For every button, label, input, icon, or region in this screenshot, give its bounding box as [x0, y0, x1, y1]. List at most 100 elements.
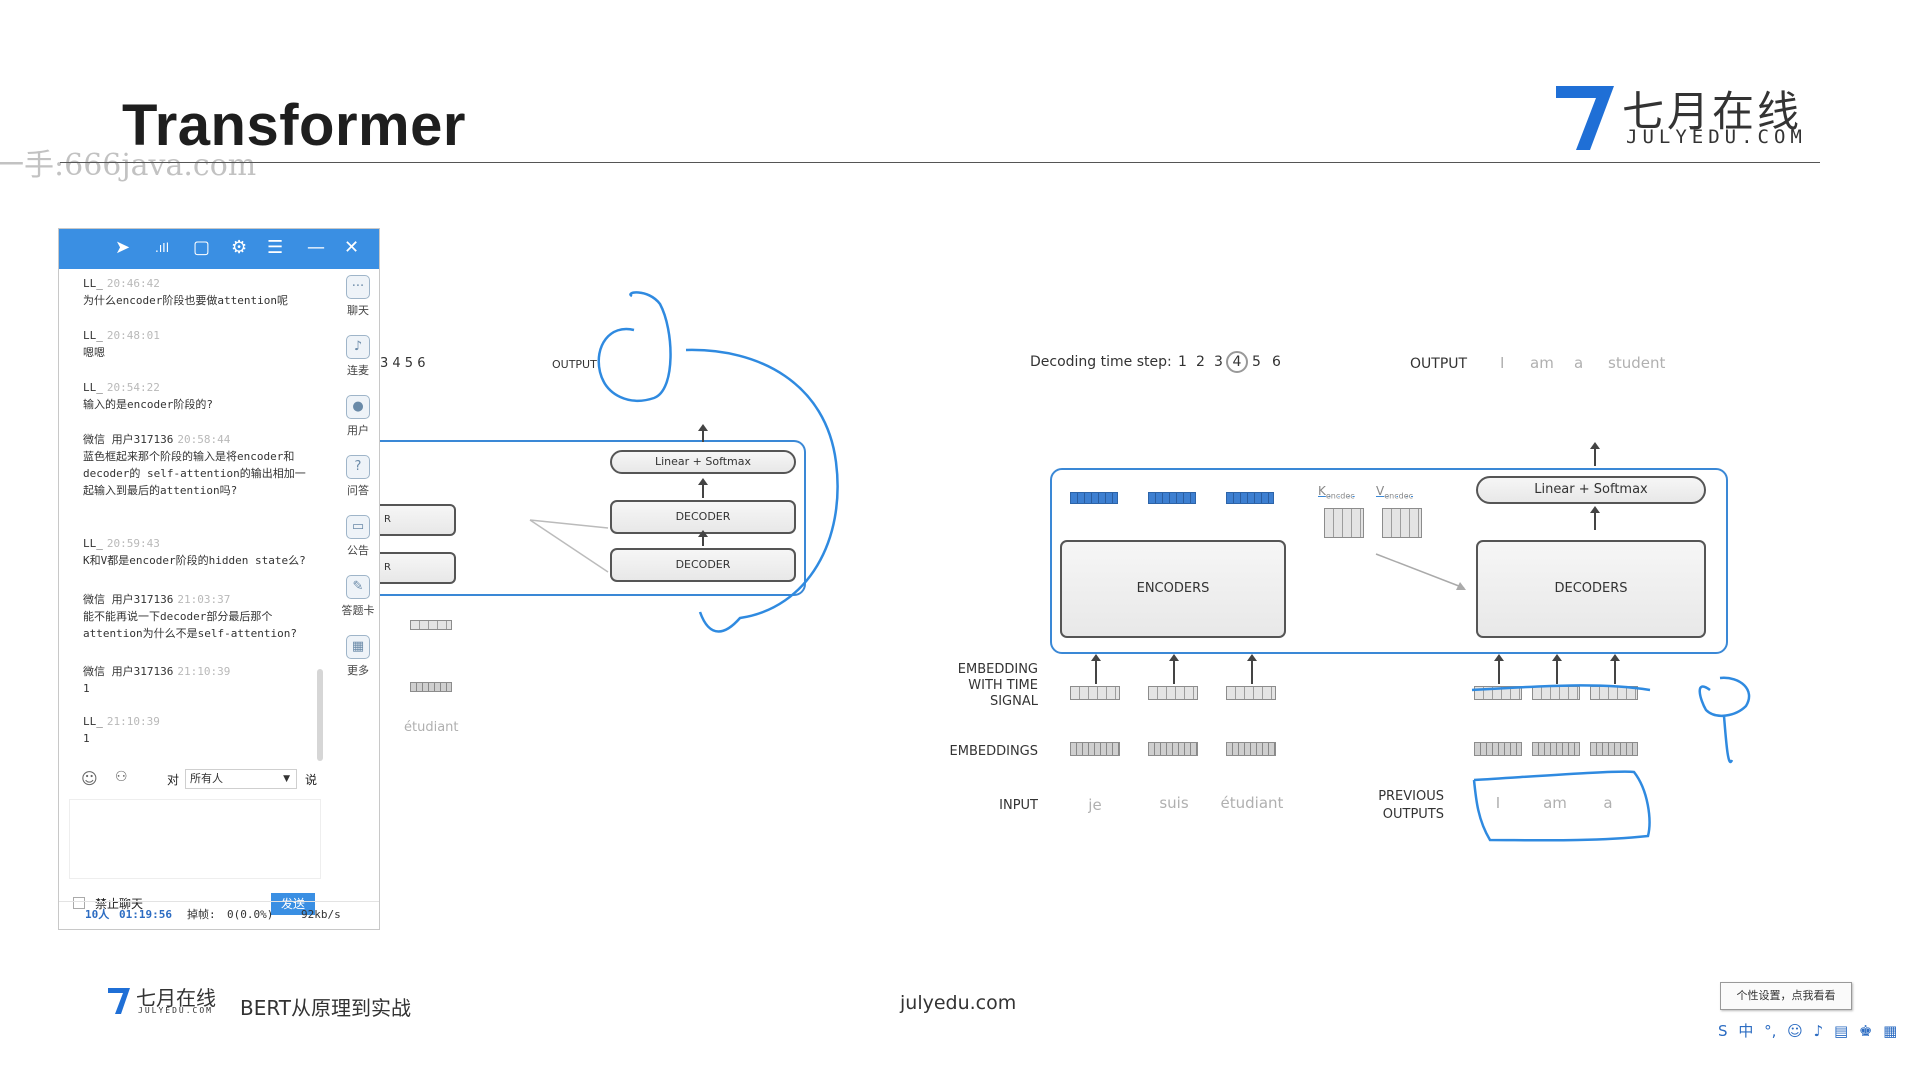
menu-icon[interactable]: ☰ — [267, 237, 284, 258]
encoder-output-vector — [1148, 492, 1196, 504]
brand-name-en: JULYEDU.COM — [1626, 126, 1807, 148]
notice-icon: ▭ — [346, 515, 370, 539]
chat-text-input[interactable] — [69, 799, 321, 879]
v-encdec-label: Vencdec — [1376, 484, 1414, 501]
ime-logo-icon[interactable]: S — [1718, 1022, 1728, 1040]
step-5: 5 — [1252, 354, 1261, 370]
close-icon[interactable]: ✕ — [344, 237, 360, 258]
punctuation-icon[interactable]: °, — [1764, 1022, 1777, 1040]
emoji-icon[interactable]: ☺ — [1787, 1022, 1803, 1040]
value-matrix — [1382, 508, 1422, 538]
mute-label: 禁止聊天 — [95, 897, 144, 911]
send-button[interactable]: 发送 — [271, 893, 315, 915]
skin-icon[interactable]: ♚ — [1858, 1022, 1873, 1040]
side-tab-notice[interactable]: ▭公告 — [339, 515, 377, 558]
dropped-frames: 0(0.0%) — [227, 908, 274, 921]
gear-icon[interactable]: ⚙ — [231, 237, 248, 258]
msg-user: LL_ — [83, 329, 103, 342]
msg-user: LL_ — [83, 381, 103, 394]
embedding-vector — [1226, 742, 1276, 756]
embedding-vector — [1474, 742, 1522, 756]
msg-time: 20:59:43 — [106, 537, 160, 550]
embedding-vector — [1148, 742, 1198, 756]
grid-icon: ▦ — [346, 635, 370, 659]
input-word: étudiant — [1220, 794, 1284, 812]
side-tab-answer-card[interactable]: ✎答题卡 — [339, 575, 377, 618]
mic-icon: ♪ — [346, 335, 370, 359]
side-tab-more[interactable]: ▦更多 — [339, 635, 377, 678]
duration: 01:19:56 — [119, 908, 172, 921]
brand-name-cn: 七月在线 — [1622, 87, 1803, 136]
chat-message: LL_21:10:39 1 — [83, 713, 315, 747]
chat-message: LL_20:54:22 输入的是encoder阶段的? — [83, 379, 315, 413]
arrow-up — [1247, 654, 1257, 684]
side-tab-qa[interactable]: ?问答 — [339, 455, 377, 498]
output-word: student — [1608, 354, 1666, 372]
side-tab-users[interactable]: ●用户 — [339, 395, 377, 438]
chat-message: LL_20:46:42 为什么encoder阶段也要做attention呢 — [83, 275, 315, 309]
time-signal-vector — [1590, 686, 1638, 700]
previous-output-word: am — [1543, 794, 1567, 812]
transformer-frame — [1050, 468, 1728, 654]
previous-outputs-label: PREVIOUS OUTPUTS — [1378, 789, 1444, 822]
minimize-icon[interactable]: — — [307, 237, 325, 258]
seven-logo-icon — [108, 988, 130, 1014]
msg-text: K和V都是encoder阶段的hidden state么? — [83, 554, 306, 567]
mute-checkbox[interactable] — [73, 897, 85, 909]
watermark: 一手:666java.com — [0, 148, 257, 183]
step-2: 2 — [1196, 354, 1205, 370]
ime-tip[interactable]: 个性设置，点我看看 — [1720, 982, 1852, 1010]
chat-bubble-icon: ··· — [346, 275, 370, 299]
msg-time: 20:54:22 — [106, 381, 160, 394]
step-3: 3 — [1214, 354, 1223, 370]
embedding-vector — [410, 682, 452, 692]
side-tab-chat[interactable]: ···聊天 — [339, 275, 377, 318]
diagram-right: Decoding time step: 1 2 3 4 5 6 OUTPUT I… — [930, 350, 1770, 870]
time-signal-vector — [1226, 686, 1276, 700]
previous-output-word: a — [1603, 794, 1613, 812]
emoji-icon[interactable]: ☺ — [81, 769, 98, 788]
chat-message-list[interactable]: LL_20:46:42 为什么encoder阶段也要做attention呢 LL… — [59, 275, 324, 975]
msg-text: 能不能再说一下decoder部分最后那个attention为什么不是self-a… — [83, 610, 297, 640]
encoder-output-vector — [1226, 492, 1274, 504]
msg-user: LL_ — [83, 277, 103, 290]
msg-text: 1 — [83, 732, 90, 745]
title-rule — [60, 162, 1820, 163]
side-tab-mic[interactable]: ♪连麦 — [339, 335, 377, 378]
keyboard-icon[interactable]: ▤ — [1833, 1022, 1849, 1040]
embedding-vector — [410, 620, 452, 630]
toolbox-icon[interactable]: ▦ — [1883, 1022, 1898, 1040]
input-label: INPUT — [999, 798, 1038, 813]
step-4-current: 4 — [1226, 351, 1248, 373]
encoder-box-partial: R — [380, 504, 456, 536]
footer-url[interactable]: julyedu.com — [900, 992, 1017, 1014]
previous-output-word: I — [1495, 794, 1501, 812]
input-word: je — [1088, 796, 1102, 814]
msg-user: 微信 用户317136 — [83, 593, 174, 606]
diagram-left: 3 4 5 6 OUTPUT Linear + Softmax DECODER … — [380, 290, 860, 735]
ime-toolbar: S 中 °, ☺ ♪ ▤ ♚ ▦ — [1718, 1020, 1918, 1048]
arrow-up — [1552, 654, 1562, 684]
screen-icon[interactable]: ▢ — [193, 237, 211, 258]
msg-user: LL_ — [83, 537, 103, 550]
linear-softmax-box: Linear + Softmax — [1476, 476, 1706, 504]
time-signal-vector — [1070, 686, 1120, 700]
signal-icon[interactable]: .ıIl — [155, 241, 170, 255]
arrow-up — [1590, 506, 1600, 530]
cursor-icon[interactable]: ➤ — [115, 237, 131, 258]
chat-target-select[interactable]: 所有人▼ — [185, 769, 297, 789]
brand-logo: 七月在线 JULYEDU.COM — [1552, 78, 1822, 152]
output-word: I — [1500, 354, 1505, 372]
chat-scrollbar[interactable] — [317, 669, 323, 761]
user-icon: ● — [346, 395, 370, 419]
mic-icon[interactable]: ♪ — [1813, 1022, 1824, 1040]
user-select-icon[interactable]: ⚇ — [115, 769, 128, 785]
chat-input-bar: ☺ ⚇ 对 所有人▼ 说 — [59, 765, 324, 795]
ime-lang[interactable]: 中 — [1738, 1022, 1754, 1040]
footer-brand-cn: 七月在线 — [136, 986, 216, 1010]
chat-panel: ➤ .ıIl ▢ ⚙ ☰ — ✕ LL_20:46:42 为什么encoder阶… — [58, 228, 380, 930]
footer-course-title: BERT从原理到实战 — [240, 996, 412, 1020]
encoder-box-partial: R — [380, 552, 456, 584]
